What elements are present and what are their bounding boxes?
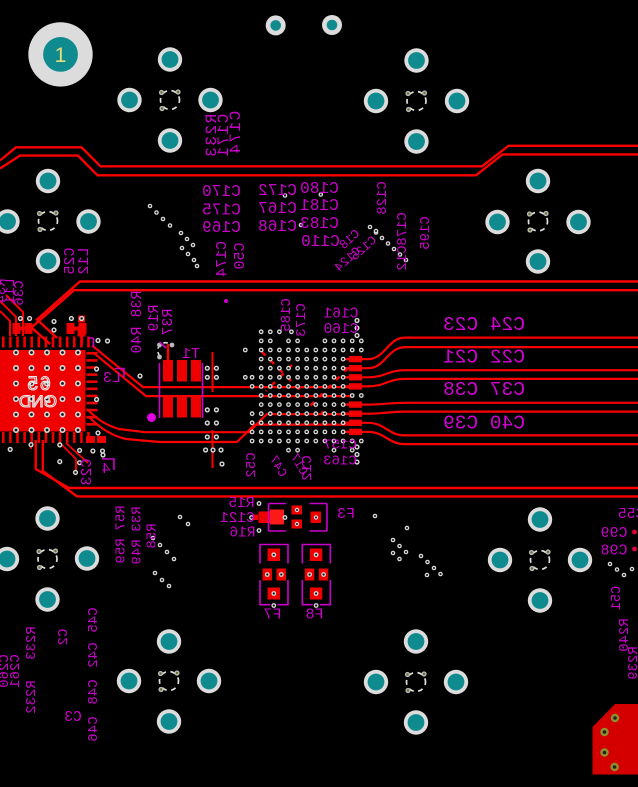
svg-text:C160: C160 — [324, 322, 359, 338]
svg-text:65: 65 — [25, 374, 50, 395]
svg-text:C161: C161 — [324, 307, 359, 323]
svg-text:R232: R232 — [24, 680, 40, 714]
svg-text:R37: R37 — [160, 308, 177, 335]
svg-text:C50: C50 — [232, 242, 249, 269]
svg-text:4: 4 — [101, 461, 110, 478]
svg-text:C99: C99 — [600, 525, 627, 542]
svg-text:R233: R233 — [203, 114, 221, 158]
svg-text:C185: C185 — [279, 298, 295, 332]
svg-text:C174: C174 — [214, 241, 231, 277]
svg-text:C45: C45 — [86, 607, 102, 632]
svg-text:C157: C157 — [323, 438, 357, 454]
svg-text:C170: C170 — [202, 183, 241, 201]
svg-text:C128: C128 — [375, 181, 391, 215]
svg-text:R38 R40: R38 R40 — [129, 290, 146, 353]
svg-text:GND: GND — [19, 392, 57, 411]
svg-text:L3: L3 — [103, 370, 121, 387]
svg-text:C178: C178 — [395, 212, 411, 246]
svg-text:C171: C171 — [215, 114, 233, 158]
svg-text:T1: T1 — [182, 346, 200, 363]
svg-text:R34: R34 — [0, 278, 10, 303]
svg-text:C12: C12 — [395, 245, 411, 270]
svg-text:C36: C36 — [12, 280, 28, 305]
svg-text:R16: R16 — [229, 526, 255, 542]
svg-text:C51: C51 — [610, 586, 625, 610]
svg-text:C24 C23: C24 C23 — [443, 314, 525, 336]
svg-text:R233: R233 — [24, 626, 40, 660]
svg-text:C37 C38: C37 C38 — [443, 379, 525, 401]
svg-text:C181: C181 — [300, 197, 339, 215]
svg-text:C183: C183 — [300, 215, 339, 233]
svg-text:R57: R57 — [114, 505, 130, 530]
svg-text:R239: R239 — [626, 646, 638, 680]
svg-text:C98: C98 — [600, 543, 627, 560]
svg-text:L12: L12 — [76, 247, 93, 274]
svg-text:C167: C167 — [258, 200, 297, 218]
svg-text:C22 C21: C22 C21 — [443, 347, 525, 369]
svg-text:C260: C260 — [0, 654, 13, 688]
svg-text:L11: L11 — [3, 278, 19, 303]
svg-text:C261: C261 — [8, 654, 24, 688]
svg-text:R240: R240 — [617, 618, 633, 652]
svg-text:C48: C48 — [86, 679, 102, 704]
svg-text:C23: C23 — [79, 458, 96, 485]
svg-text:C175: C175 — [202, 202, 241, 220]
svg-text:C12: C12 — [300, 455, 316, 480]
svg-text:C46: C46 — [86, 716, 102, 741]
svg-text:F7: F7 — [263, 607, 281, 624]
svg-text:C3: C3 — [64, 710, 81, 726]
svg-text:C121: C121 — [220, 511, 255, 527]
svg-text:C174: C174 — [227, 111, 245, 155]
svg-text:F3: F3 — [337, 506, 355, 523]
svg-text:C25: C25 — [62, 247, 79, 274]
svg-text:C42: C42 — [86, 642, 102, 667]
svg-text:C52: C52 — [244, 452, 260, 477]
svg-text:C2: C2 — [56, 629, 72, 646]
svg-text:R15: R15 — [228, 496, 254, 512]
svg-text:R19: R19 — [146, 304, 163, 331]
svg-text:C55: C55 — [618, 507, 638, 523]
svg-text:R59: R59 — [114, 538, 130, 563]
svg-text:C40 C39: C40 C39 — [443, 413, 525, 435]
svg-text:C110: C110 — [301, 233, 340, 251]
svg-text:C168: C168 — [258, 218, 297, 236]
svg-text:C172: C172 — [258, 182, 297, 200]
svg-text:C180: C180 — [300, 180, 339, 198]
svg-text:F8: F8 — [305, 607, 323, 624]
svg-text:C173: C173 — [294, 303, 310, 337]
svg-text:R58: R58 — [145, 523, 161, 548]
svg-text:C195: C195 — [418, 216, 434, 250]
svg-text:C163: C163 — [323, 454, 357, 470]
svg-text:1: 1 — [55, 44, 67, 67]
svg-text:R33: R33 — [130, 506, 146, 531]
svg-text:R49: R49 — [130, 539, 146, 564]
svg-text:C169: C169 — [202, 219, 241, 237]
